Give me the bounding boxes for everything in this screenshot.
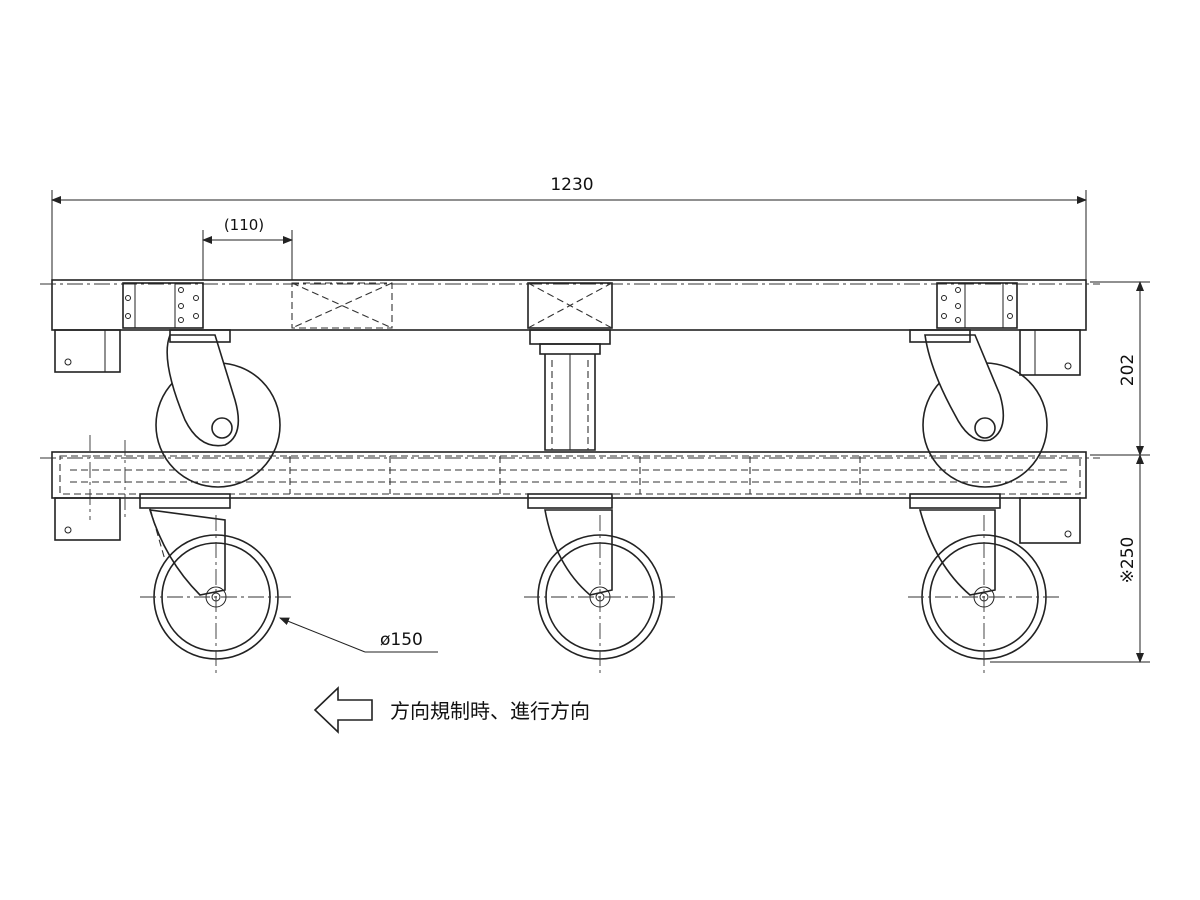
direction-arrow-icon bbox=[313, 686, 373, 734]
lower-left-wheel bbox=[140, 507, 295, 675]
upper-frame-view bbox=[40, 279, 1100, 488]
overall-length-label: 1230 bbox=[550, 175, 593, 195]
upper-cross-panel-center bbox=[527, 282, 613, 329]
lower-center-wheel bbox=[524, 509, 679, 675]
upper-cross-panel-left bbox=[291, 282, 393, 329]
upper-center-caster bbox=[529, 329, 611, 451]
upper-left-bracket bbox=[54, 282, 231, 373]
travel-direction-note: 方向規制時、進行方向 bbox=[313, 686, 590, 734]
overall-length-dimension: 1230 bbox=[51, 175, 1087, 280]
wheel-diameter-callout: ø150 bbox=[279, 617, 438, 653]
caster-offset-dimension: (110) bbox=[202, 216, 293, 280]
lower-frame-view bbox=[40, 435, 1100, 675]
upper-right-bracket bbox=[909, 282, 1081, 376]
frame-height-label: 202 bbox=[1118, 354, 1138, 386]
right-top-wheel bbox=[922, 334, 1048, 488]
lower-frame-beam bbox=[51, 451, 1087, 499]
caster-offset-label: (110) bbox=[224, 216, 264, 234]
total-height-dimension: ※250 bbox=[990, 454, 1150, 663]
left-top-wheel bbox=[155, 334, 281, 488]
lower-right-wheel bbox=[908, 509, 1063, 675]
direction-note-label: 方向規制時、進行方向 bbox=[390, 699, 590, 723]
frame-height-dimension: 202 bbox=[1090, 281, 1150, 456]
total-height-label: ※250 bbox=[1118, 537, 1138, 584]
wheel-diameter-label: ø150 bbox=[380, 630, 423, 650]
